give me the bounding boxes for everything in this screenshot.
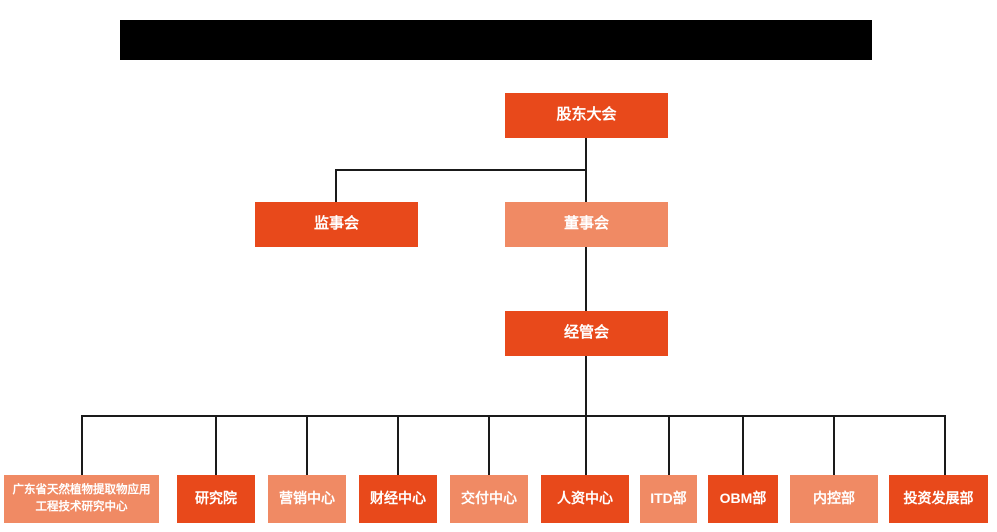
node-research-institute[interactable]: 研究院 (177, 475, 255, 523)
node-hr-center[interactable]: 人资中心 (541, 475, 629, 523)
connector-drop-obm-department (742, 415, 744, 476)
node-marketing-center[interactable]: 营销中心 (268, 475, 346, 523)
node-itd-department[interactable]: ITD部 (640, 475, 697, 523)
node-board-of-directors[interactable]: 董事会 (505, 202, 668, 247)
connector-drop-research-institute (215, 415, 217, 476)
connector-drop-marketing-center (306, 415, 308, 476)
connector-drop-finance-center (397, 415, 399, 476)
node-shareholders-meeting[interactable]: 股东大会 (505, 93, 668, 138)
node-obm-department[interactable]: OBM部 (708, 475, 778, 523)
connector-management-down (585, 356, 587, 417)
connector-board-down (585, 169, 587, 203)
connector-supervisory-down (335, 169, 337, 203)
node-delivery-center[interactable]: 交付中心 (450, 475, 528, 523)
node-finance-center[interactable]: 财经中心 (359, 475, 437, 523)
connector-drop-internal-control-department (833, 415, 835, 476)
node-management-committee[interactable]: 经管会 (505, 311, 668, 356)
connector-drop-gd-research-center (81, 415, 83, 476)
connector-level2-bus (335, 169, 587, 171)
node-investment-development-department[interactable]: 投资发展部 (889, 475, 988, 523)
node-gd-research-center[interactable]: 广东省天然植物提取物应用工程技术研究中心 (4, 475, 159, 523)
connector-departments-bus (81, 415, 945, 417)
connector-drop-hr-center (585, 415, 587, 476)
connector-drop-itd-department (668, 415, 670, 476)
node-internal-control-department[interactable]: 内控部 (790, 475, 878, 523)
connector-board-management (585, 247, 587, 312)
title-banner (120, 20, 872, 60)
connector-shareholders-down (585, 138, 587, 171)
node-supervisory-board[interactable]: 监事会 (255, 202, 418, 247)
connector-drop-investment-development-department (944, 415, 946, 476)
connector-drop-delivery-center (488, 415, 490, 476)
